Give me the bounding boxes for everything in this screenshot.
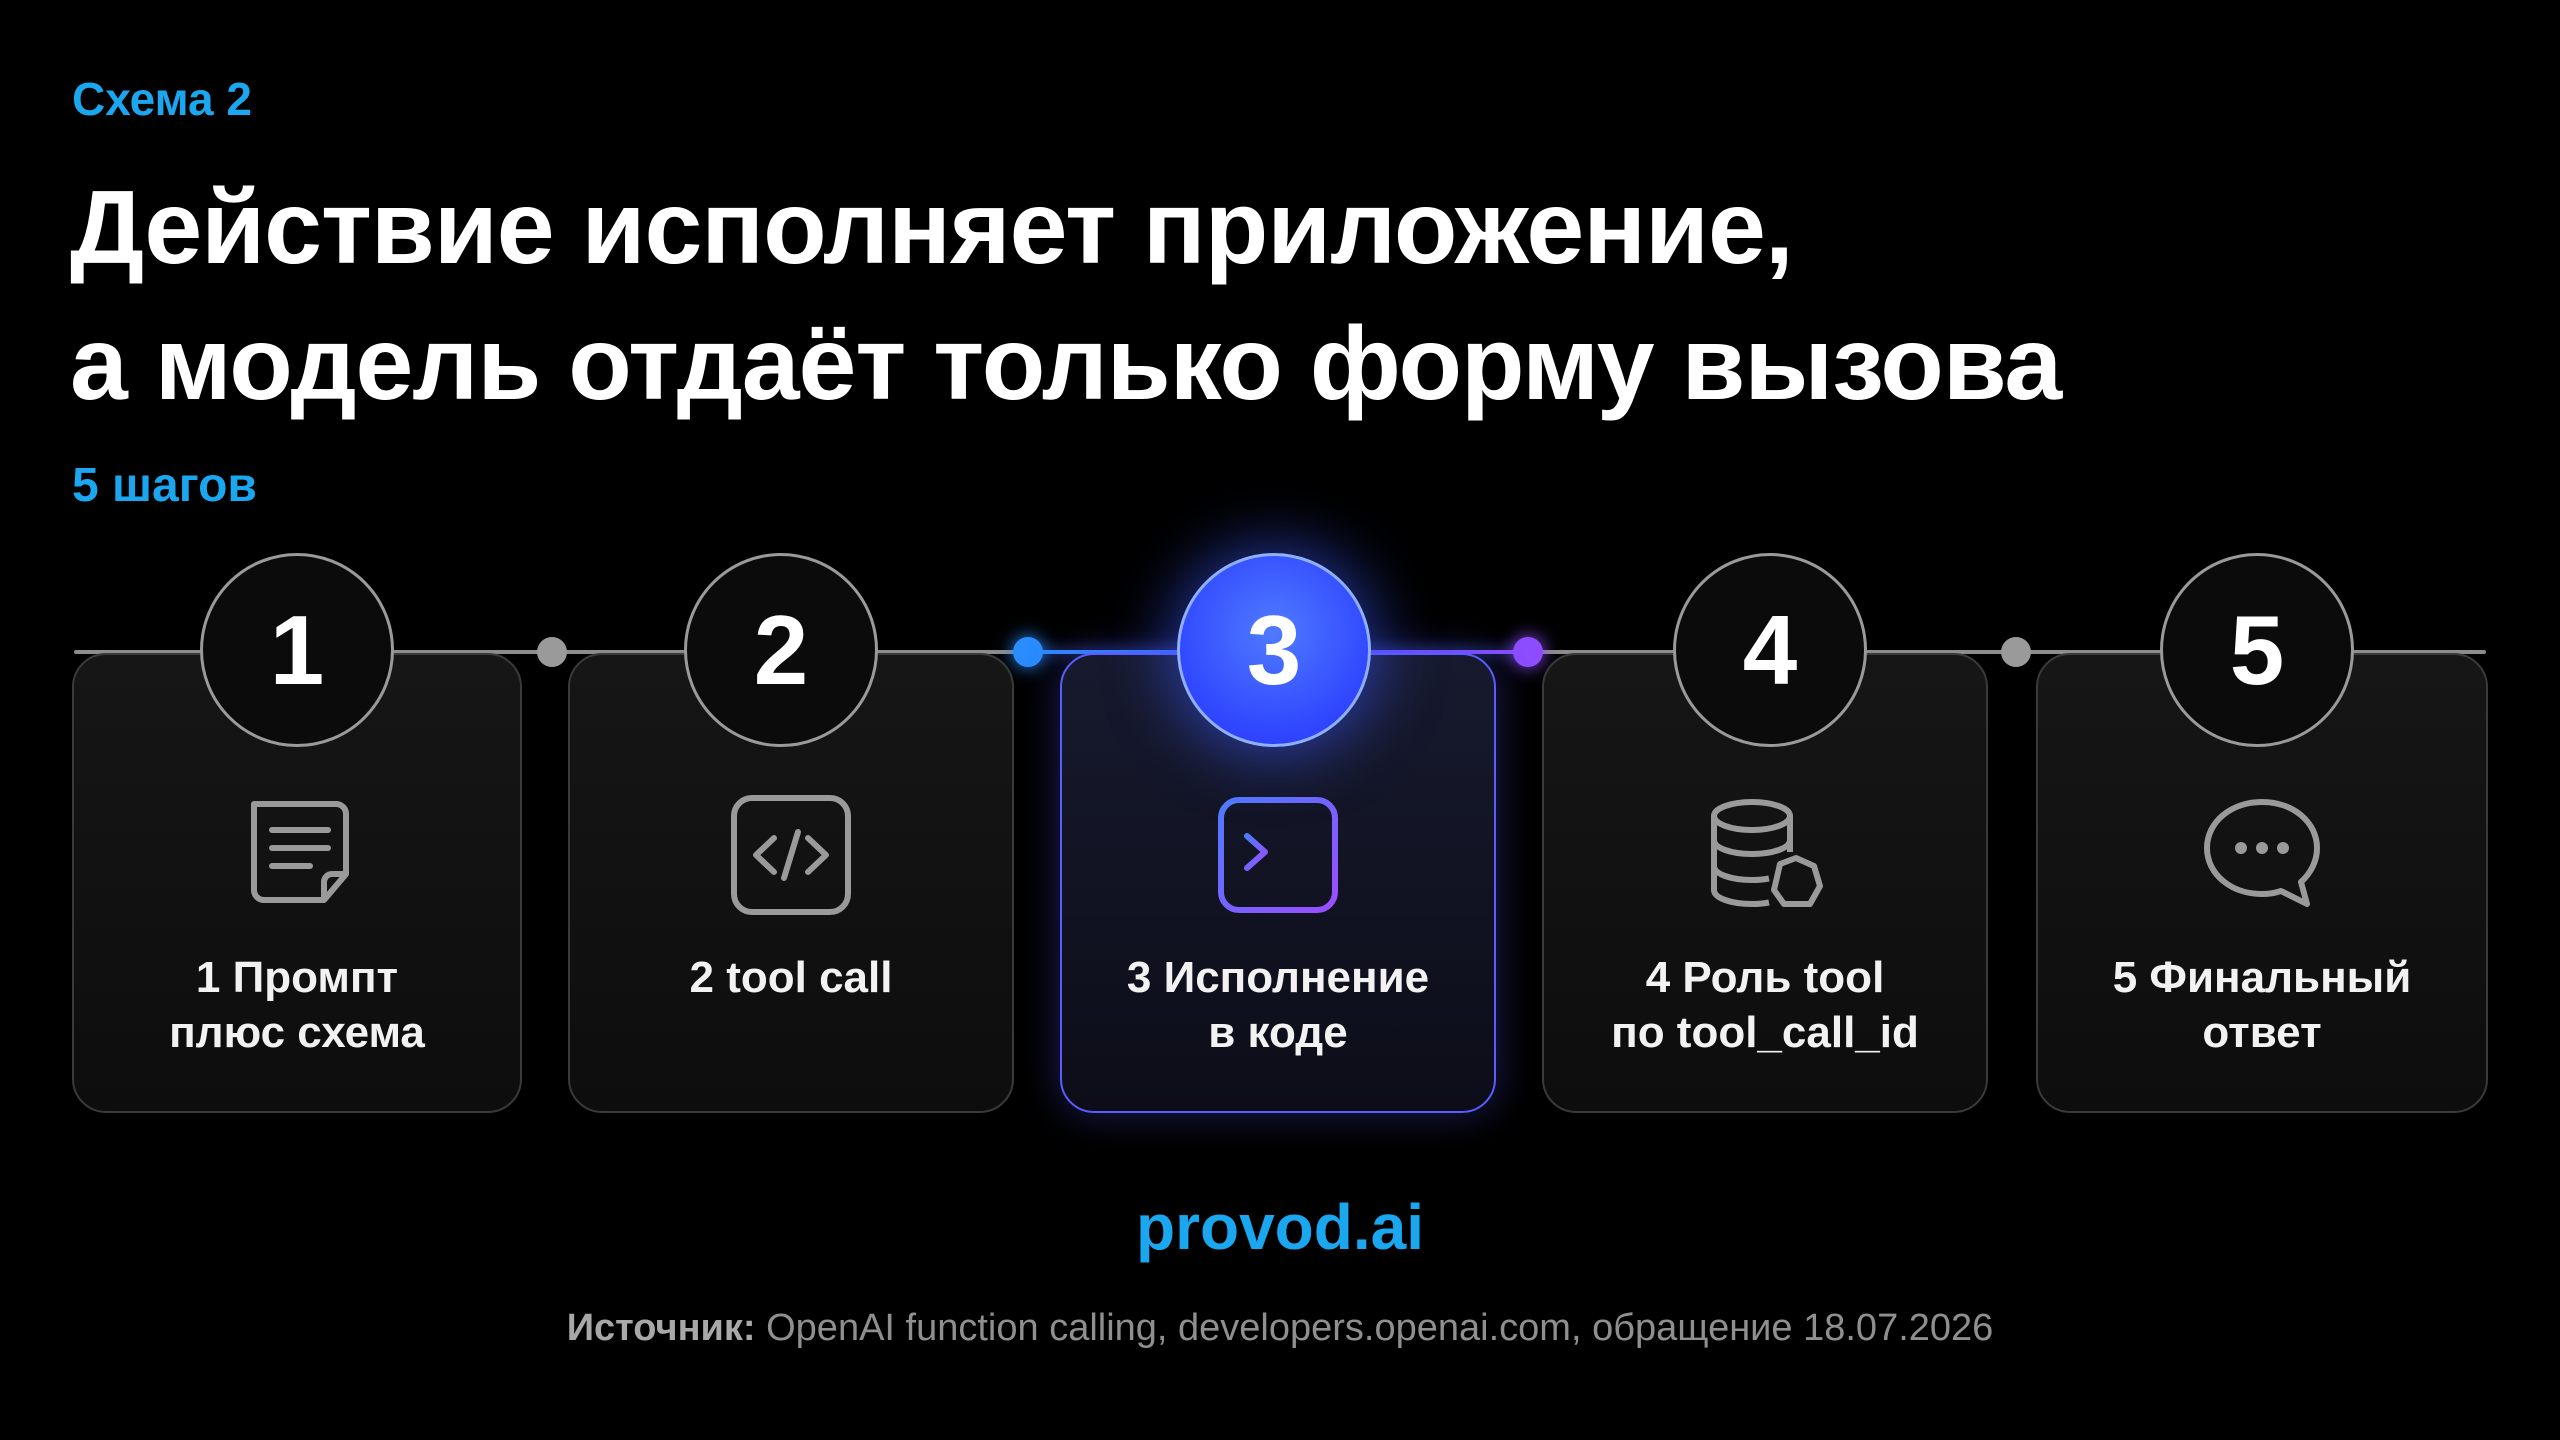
source-note: Источник: OpenAI function calling, devel…	[0, 1307, 2560, 1350]
header-kicker: Схема 2	[72, 73, 253, 125]
step-number-4: 4	[1673, 553, 1867, 747]
steps-count: 5 шагов	[72, 459, 257, 512]
document-icon	[251, 801, 349, 903]
brand-link[interactable]: provod.ai	[1135, 1191, 1425, 1263]
step-label-5: 5 Финальный ответ	[2038, 950, 2486, 1060]
step-label-5-line-1: 5 Финальный	[2112, 953, 2412, 1002]
step-label-3-line-1: 3 Исполнение	[1126, 953, 1430, 1002]
connector-dot-4	[2001, 637, 2031, 667]
title-line-2: а модель отдаёт только форму вызова	[70, 306, 2062, 422]
step-label-1-line-1: 1 Промпт	[195, 953, 399, 1002]
step-label-4-line-1: 4 Роль tool	[1645, 953, 1885, 1002]
step-label-4: 4 Роль tool по tool_call_id	[1544, 950, 1986, 1060]
step-label-5-line-2: ответ	[2202, 1008, 2322, 1057]
step-label-3: 3 Исполнение в коде	[1062, 950, 1494, 1060]
title-line-1: Действие исполняет приложение,	[70, 170, 1794, 286]
connector-dot-2	[1013, 637, 1043, 667]
step-label-1: 1 Промпт плюс схема	[74, 950, 520, 1060]
chat-bubble-icon	[2204, 799, 2320, 907]
database-icon	[1711, 799, 1823, 908]
terminal-icon	[1218, 797, 1338, 913]
step-number-2: 2	[684, 553, 878, 747]
step-label-2-line-1: 2 tool call	[689, 953, 893, 1002]
step-card-3: 3 Исполнение в коде	[1060, 653, 1496, 1113]
code-icon	[731, 795, 851, 915]
step-label-4-line-2: по tool_call_id	[1611, 1008, 1919, 1057]
connector-dot-3	[1513, 637, 1543, 667]
page-title: Действие исполняет приложение, а модель …	[70, 160, 2062, 432]
source-text: OpenAI function calling, developers.open…	[755, 1307, 1994, 1349]
step-label-1-line-2: плюс схема	[169, 1008, 425, 1057]
step-label-3-line-2: в коде	[1208, 1008, 1348, 1057]
step-label-2: 2 tool call	[570, 950, 1012, 1005]
source-label: Источник:	[566, 1307, 756, 1349]
step-number-1: 1	[200, 553, 394, 747]
connector-dot-1	[537, 637, 567, 667]
step-number-3: 3	[1177, 553, 1371, 747]
step-number-5: 5	[2160, 553, 2354, 747]
